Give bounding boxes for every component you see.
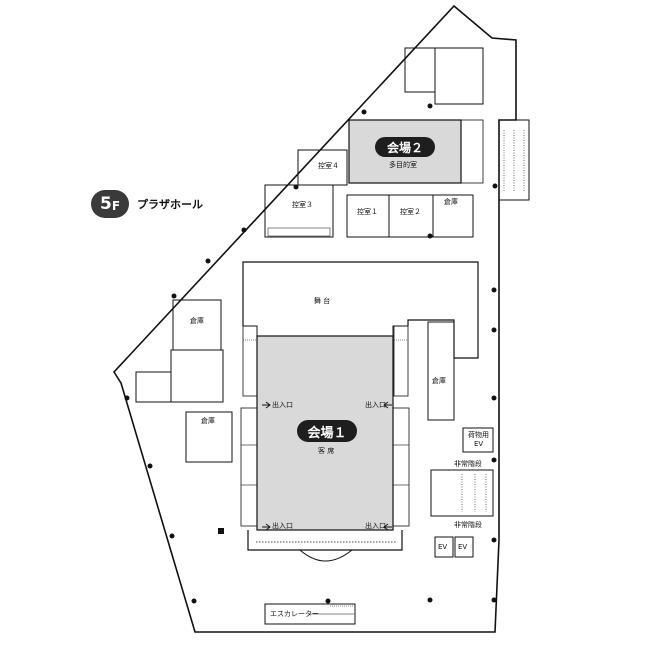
- hall1-right-aisle: [392, 407, 410, 527]
- hall1-seats-label: 客 席: [318, 447, 335, 455]
- cargo-ev-label-line1: 荷物用: [468, 431, 489, 439]
- waiting-room-1-box: [346, 194, 390, 238]
- restroom-top-2: [434, 47, 484, 105]
- cargo-ev-label-line2: EV: [474, 440, 484, 448]
- restroom-left-1: [135, 371, 172, 403]
- stage-stair-left: [242, 325, 258, 397]
- hall1-left-aisle: [240, 407, 258, 527]
- floor-suffix: F: [111, 199, 121, 213]
- columns: [124, 103, 498, 604]
- hall1-bottom-curve: [299, 549, 353, 562]
- waiting-room-3-box: [264, 184, 334, 238]
- entrance-arrow-top-left: [262, 401, 271, 409]
- storage-top-label: 倉庫: [444, 198, 458, 206]
- hall2-pill: 会場２: [375, 137, 435, 157]
- building-outline: [112, 4, 517, 633]
- entrance-bottom-left-label: 出入口: [272, 522, 293, 530]
- restroom-left-2: [170, 349, 224, 403]
- entrance-top-right-label: 出入口: [365, 401, 386, 409]
- hall1-bottom-wall: [247, 530, 403, 551]
- hall1-pill: 会場１: [297, 420, 357, 442]
- entrance-top-left-label: 出入口: [272, 401, 293, 409]
- entrance-bottom-right-label: 出入口: [365, 522, 386, 530]
- ev-1-label: EV: [438, 543, 448, 551]
- entrance-arrow-top-right: [383, 401, 392, 409]
- storage-right-label: 倉庫: [432, 377, 446, 385]
- storage-right-box: [427, 321, 455, 421]
- hall2-multipurpose-label: 多目的室: [389, 161, 417, 169]
- stage-stair-right: [393, 325, 409, 397]
- waiting-room-4-label: 控室４: [318, 162, 339, 170]
- stage-front: [243, 325, 408, 336]
- entrance-arrow-bottom-right: [383, 523, 392, 531]
- stair-top-right: [498, 119, 530, 201]
- floor-name: プラザホール: [137, 198, 203, 211]
- storage-left-label: 倉庫: [190, 317, 204, 325]
- waiting-room-4-box: [297, 149, 348, 186]
- storage-lower-left-label: 倉庫: [201, 417, 215, 425]
- escalator-label: エスカレーター: [270, 610, 319, 618]
- stage-label: 舞 台: [314, 297, 331, 305]
- waiting-room-2-box: [388, 194, 434, 238]
- storage-top-box: [432, 194, 474, 238]
- escalator-box: [264, 603, 356, 625]
- waiting-room-3-label: 控室３: [292, 201, 313, 209]
- emergency-stairs-upper-label: 非常階段: [454, 460, 482, 468]
- emergency-stairs-lower-label: 非常階段: [454, 521, 482, 529]
- cargo-ev-box: [462, 427, 494, 453]
- ev-box-1: [434, 536, 454, 558]
- storage-lower-left-box: [185, 411, 233, 463]
- emergency-stair-box: [430, 469, 494, 517]
- ev-box-2: [454, 536, 474, 558]
- floor-number: 5: [99, 194, 112, 214]
- waiting-room-3-stair: [267, 227, 331, 237]
- waiting-room-2-label: 控室２: [400, 208, 421, 216]
- waiting-room-1-label: 控室１: [357, 208, 378, 216]
- stage-outline: [242, 261, 479, 359]
- hall2-corridor: [460, 119, 484, 184]
- storage-left-box: [172, 299, 222, 351]
- entrance-arrow-bottom-left: [262, 523, 271, 531]
- ev-2-label: EV: [458, 543, 468, 551]
